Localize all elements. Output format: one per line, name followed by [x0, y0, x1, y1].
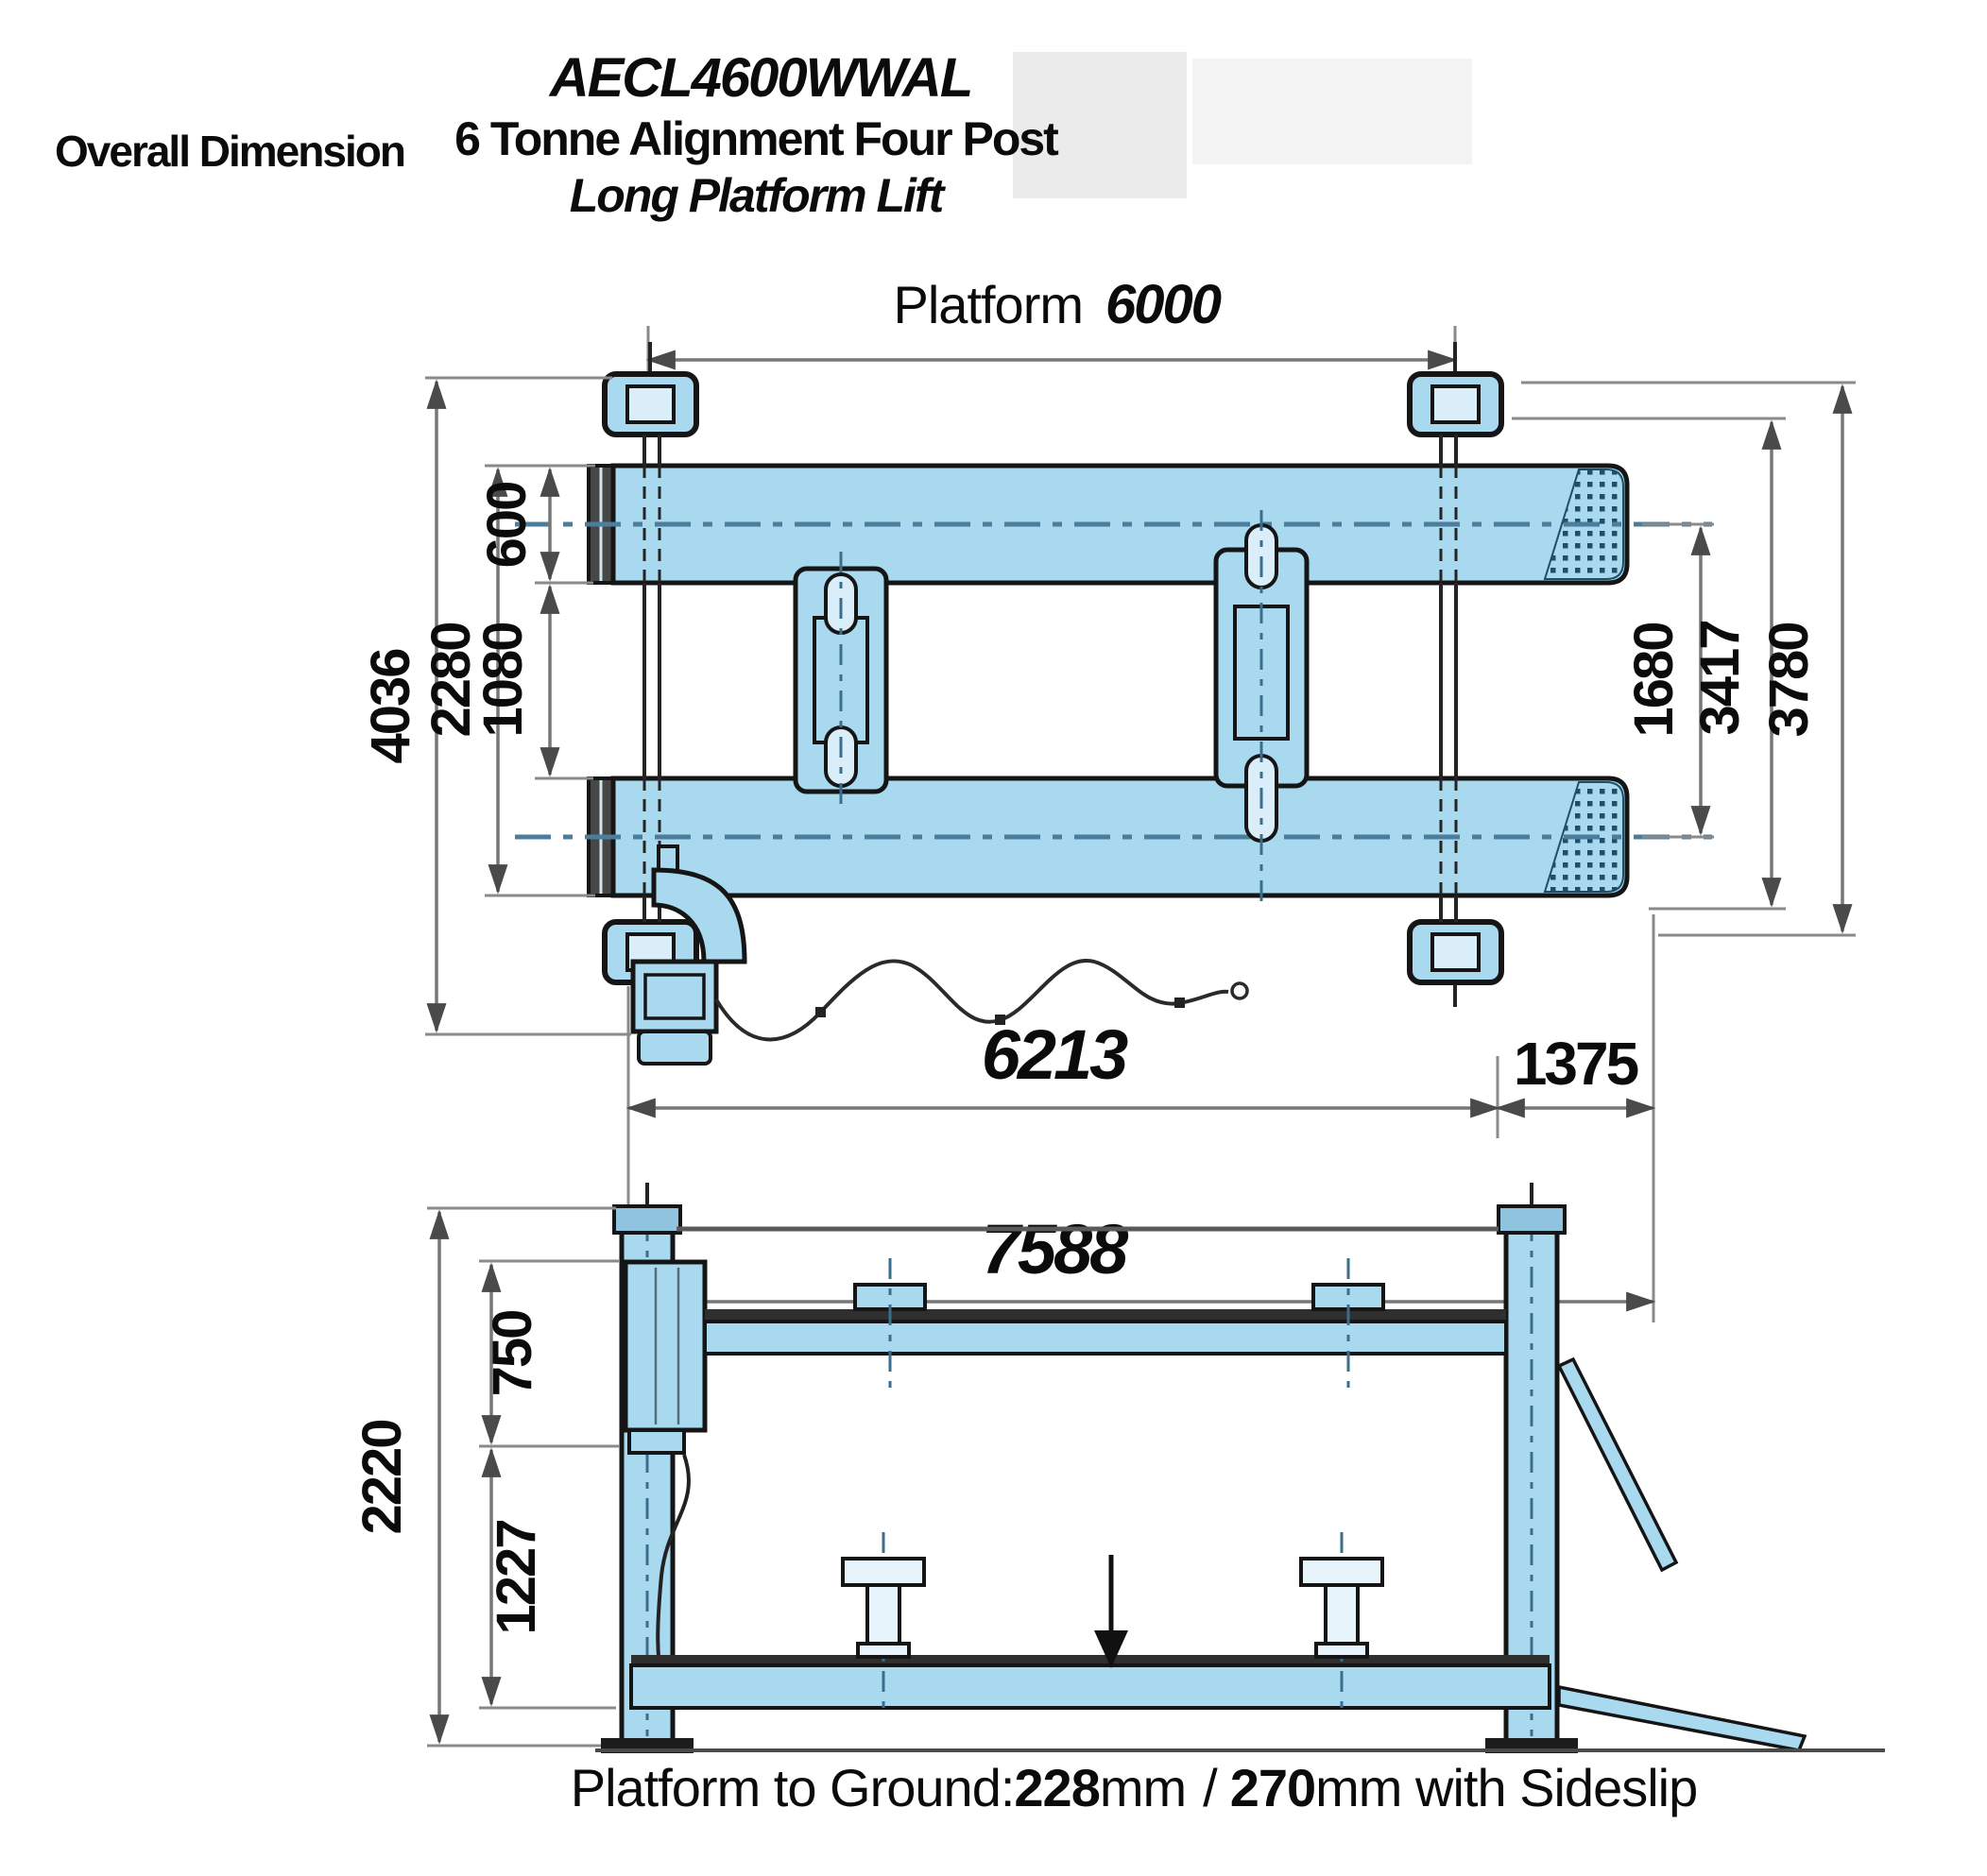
title-artifact-strip: [1192, 59, 1472, 164]
caption-value-1: 228: [1014, 1758, 1099, 1817]
dim-overall-length: 7588: [982, 1210, 1129, 1288]
caption-prefix: Platform to Ground:: [571, 1758, 1015, 1817]
dim-runway-center-spacing: 1680: [1623, 622, 1685, 737]
drive-on-ramp: [1557, 1684, 1807, 1752]
side-view: 2220 750 1227 Platform to Ground:228mm/2…: [351, 1183, 1885, 1817]
jack-stand-right: [1299, 1532, 1384, 1712]
dim-width-inner: 3417: [1689, 621, 1751, 735]
dim-overall-width: 4036: [360, 649, 421, 764]
plan-post-bottom-right: [1407, 919, 1504, 1007]
title-variant: Long Platform Lift: [570, 169, 947, 222]
plan-post-top-right: [1407, 342, 1504, 437]
rolling-jack-left: [793, 552, 889, 810]
plan-runway-bottom: [515, 776, 1712, 898]
plan-crossbeam-right: [1439, 435, 1458, 922]
caption-value-2: 270: [1230, 1758, 1315, 1817]
caption-unit-1: mm: [1100, 1758, 1186, 1817]
title-artifact-box: [1013, 52, 1187, 198]
lowering-arrow: [1094, 1555, 1128, 1668]
plan-runway-top: [515, 463, 1712, 586]
title-block: AECL4600WWAL 6 Tonne Alignment Four Post…: [55, 47, 1472, 222]
dim-runway-width: 600: [476, 483, 538, 569]
plan-dims-left: 4036 2280 600 1080: [360, 376, 631, 1036]
plan-jacks: [793, 510, 1310, 907]
side-runway-raised: [703, 1258, 1508, 1396]
title-model: AECL4600WWAL: [548, 47, 972, 109]
caption-suffix: mm with Sideslip: [1315, 1758, 1697, 1817]
plan-runways: [515, 463, 1712, 898]
power-cable: [714, 958, 1229, 1042]
plan-crossbeam-left: [642, 435, 661, 922]
dim-upper-travel: 750: [482, 1311, 543, 1397]
dim-ramp-length: 1375: [1514, 1030, 1638, 1098]
side-dims: 2220 750 1227: [351, 1206, 620, 1748]
hydraulic-elbow: [651, 867, 747, 964]
platform-to-ground-caption: Platform to Ground:228mm /270mm with Side…: [571, 1758, 1698, 1817]
power-unit-plan: [630, 844, 1249, 1066]
side-ground-beam: [629, 1655, 1551, 1710]
plan-dims-right: 1680 3417 3780: [1512, 381, 1856, 937]
rolling-jack-right: [1213, 510, 1310, 907]
jack-stand-left: [841, 1532, 926, 1712]
post-cap: [612, 1204, 682, 1235]
stored-ramp-plate: [1556, 1356, 1679, 1573]
cable-connector: [1230, 981, 1249, 1000]
plan-dims-bottom: 6213 1375 7588: [625, 914, 1656, 1322]
dim-base-length: 6213: [982, 1015, 1128, 1094]
caption-separator: /: [1203, 1758, 1218, 1817]
dim-overall-height: 2220: [351, 1420, 413, 1534]
post-cap: [1497, 1204, 1567, 1235]
plan-post-top-left: [602, 342, 699, 437]
plan-posts: [602, 342, 1504, 1007]
top-view: Platform 6000: [360, 274, 1856, 1322]
dim-runway-gap: 1080: [472, 622, 534, 737]
title-subtitle: 6 Tonne Alignment Four Post: [454, 112, 1059, 165]
dim-lower-height: 1227: [486, 1520, 547, 1634]
platform-label: Platform: [894, 275, 1084, 334]
pump-base: [637, 1030, 712, 1066]
platform-length-value: 6000: [1105, 274, 1222, 335]
dim-runways-outer-width: 2280: [420, 622, 482, 737]
section-label: Overall Dimension: [55, 127, 404, 176]
platform-dimension: Platform 6000: [645, 274, 1458, 404]
side-post-right: [1485, 1183, 1578, 1753]
dim-width-outer: 3780: [1758, 622, 1820, 737]
